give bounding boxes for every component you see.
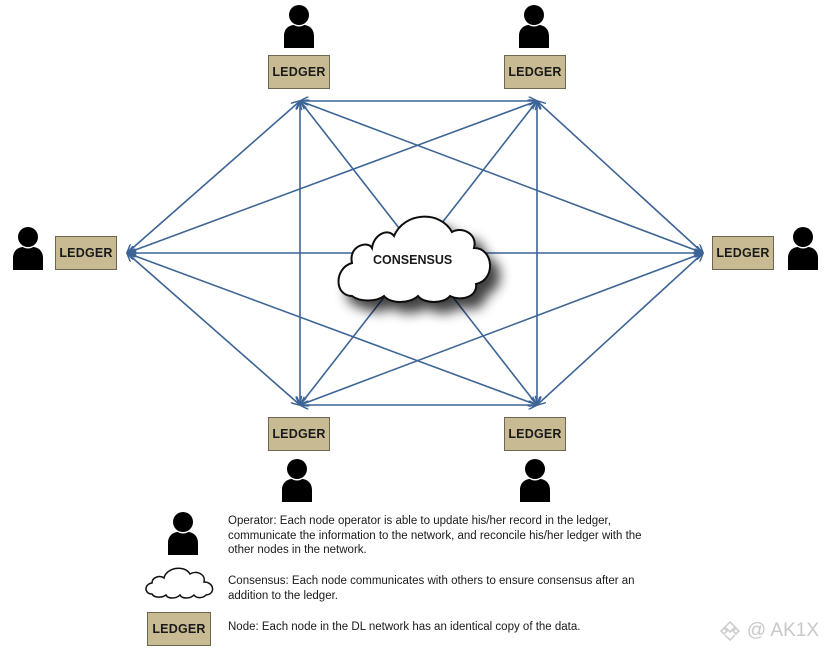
operator-person-icon bbox=[519, 5, 549, 48]
ledger-node-top-left: LEDGER bbox=[268, 55, 330, 89]
consensus-cloud bbox=[337, 215, 491, 303]
legend-operator-line-1: Operator: Each node operator is able to … bbox=[228, 515, 611, 527]
legend-node-text: Node: Each node in the DL network has an… bbox=[228, 620, 580, 635]
legend-ledger-icon: LEDGER bbox=[147, 612, 211, 646]
operator-person-icon bbox=[284, 5, 314, 48]
legend-operator-text: Operator: Each node operator is able to … bbox=[228, 514, 642, 558]
binance-logo-icon bbox=[719, 620, 741, 642]
edge-right-to-bottom-right bbox=[537, 253, 703, 405]
consensus-label: CONSENSUS bbox=[373, 253, 453, 267]
operator-person-icon bbox=[13, 227, 43, 270]
ledger-node-bottom-right: LEDGER bbox=[504, 417, 566, 451]
legend-node-line-1: Node: Each node in the DL network has an… bbox=[228, 621, 581, 633]
ledger-node-bottom-left: LEDGER bbox=[268, 417, 330, 451]
ledger-node-right: LEDGER bbox=[712, 236, 774, 270]
edge-top-left-to-right bbox=[300, 101, 703, 253]
legend-consensus-line-1: Consensus: Each node communicates with o… bbox=[228, 575, 635, 587]
legend-consensus-text: Consensus: Each node communicates with o… bbox=[228, 574, 635, 603]
operator-person-icon bbox=[520, 459, 550, 502]
ledger-node-left: LEDGER bbox=[55, 236, 117, 270]
edge-top-right-to-left bbox=[127, 101, 537, 253]
watermark-text: @ AK1X bbox=[746, 620, 819, 641]
legend-consensus-line-2: addition to the ledger. bbox=[228, 589, 338, 602]
legend-operator-line-2: communicate the information to the netwo… bbox=[228, 529, 642, 542]
watermark: @ AK1X bbox=[717, 620, 819, 642]
ledger-node-top-right: LEDGER bbox=[504, 55, 566, 89]
edge-top-right-to-right bbox=[537, 101, 703, 253]
edge-left-to-bottom-left bbox=[127, 253, 300, 405]
legend-cloud-icon bbox=[145, 567, 214, 599]
operator-person-icon bbox=[282, 459, 312, 502]
operator-person-icon bbox=[788, 227, 818, 270]
legend-person-icon bbox=[168, 512, 198, 555]
edge-top-left-to-left bbox=[127, 101, 300, 253]
legend-operator-line-3: other nodes in the network. bbox=[228, 544, 367, 556]
